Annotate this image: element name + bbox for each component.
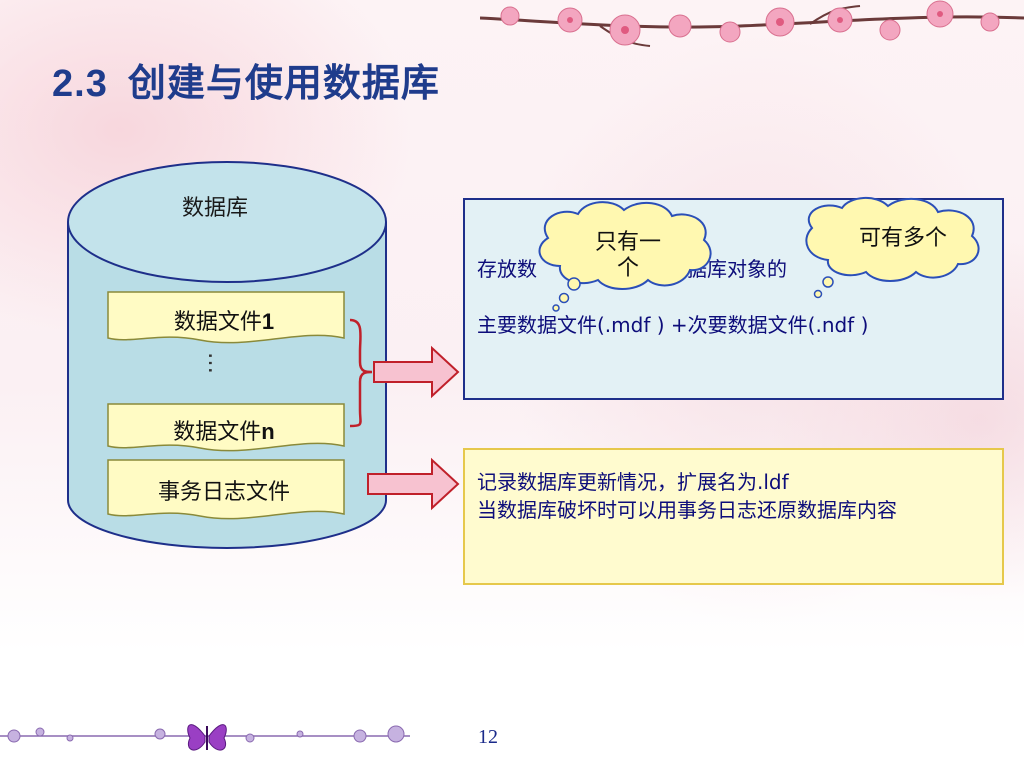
butterfly-icon	[187, 724, 227, 751]
log-file-description-box: 记录数据库更新情况，扩展名为.ldf 当数据库破坏时可以用事务日志还原数据库内容	[463, 448, 1004, 585]
section-number: 2.3	[52, 63, 108, 105]
data-file-n-label: 数据文件n	[173, 419, 275, 445]
log-file-label: 事务日志文件	[157, 480, 290, 505]
page-number: 12	[478, 726, 498, 748]
data-box-line-2: 主要数据文件(.mdf ) +次要数据文件(.ndf )	[477, 313, 869, 337]
butterfly-footer-decoration	[0, 724, 410, 751]
data-file-n-shape	[107, 403, 345, 452]
arrow-to-data-box	[373, 345, 460, 399]
callout-text-1: 只有一个	[594, 230, 661, 281]
page-title: 2.3 创建与使用数据库	[52, 52, 440, 107]
log-box-line-1: 记录数据库更新情况，扩展名为.ldf	[477, 470, 789, 494]
data-file-1-shape	[107, 291, 345, 344]
log-box-line-2: 当数据库破坏时可以用事务日志还原数据库内容	[477, 498, 897, 522]
callout-cloud-1	[538, 201, 712, 312]
ellipsis-marker: …	[203, 352, 228, 376]
database-label: 数据库	[181, 196, 248, 221]
callout-text-2: 可有多个	[858, 226, 947, 251]
arrow-to-log-box	[367, 457, 460, 511]
database-cylinder-top	[67, 161, 387, 283]
blossom-branch-decoration	[480, 0, 1024, 47]
log-file-shape	[107, 459, 345, 520]
callout-cloud-2	[805, 197, 980, 299]
bracket-brace	[349, 318, 373, 428]
data-file-1-label: 数据文件1	[173, 309, 275, 335]
title-text: 创建与使用数据库	[127, 61, 440, 105]
